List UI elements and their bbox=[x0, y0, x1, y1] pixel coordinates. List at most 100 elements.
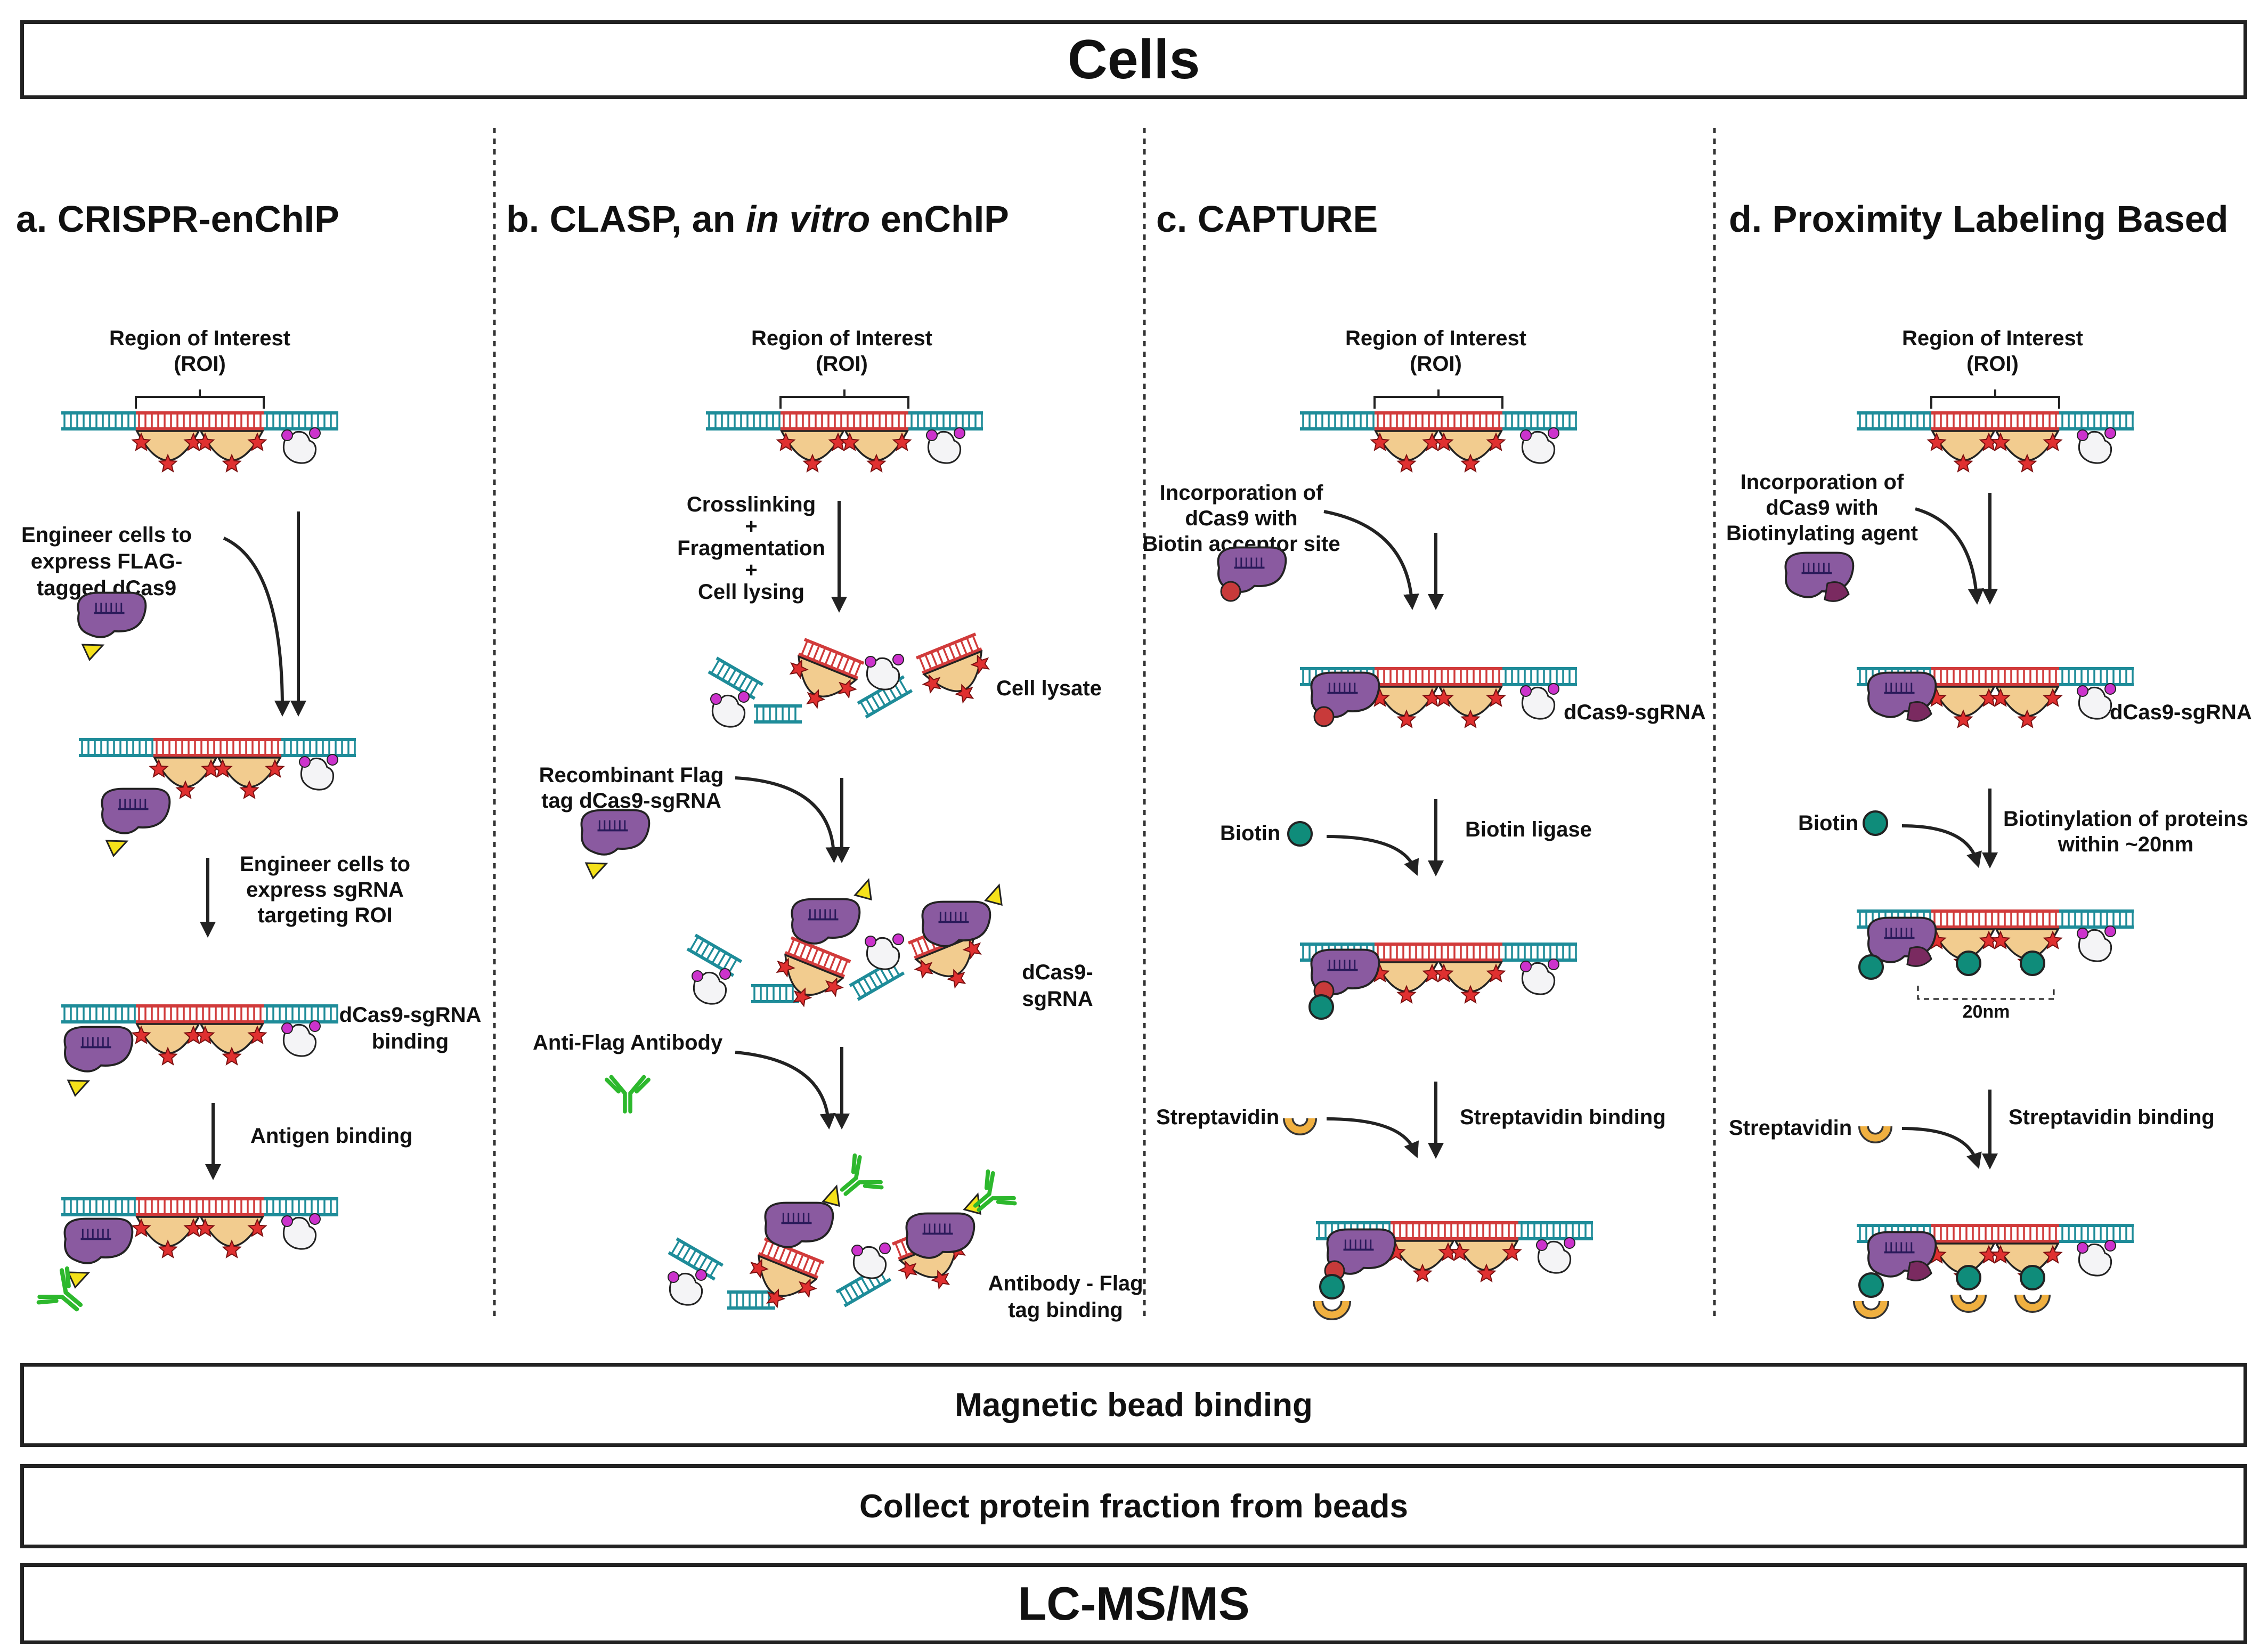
unbound-protein bbox=[866, 657, 900, 691]
modification-star bbox=[1396, 709, 1417, 728]
magenta-dot bbox=[281, 1215, 293, 1227]
magenta-dot bbox=[1548, 427, 1559, 439]
magenta-dot bbox=[738, 691, 750, 703]
modification-star bbox=[131, 432, 151, 451]
acceptor-site bbox=[1313, 706, 1335, 727]
unbound-protein bbox=[282, 430, 317, 464]
magenta-dot bbox=[2104, 925, 2116, 937]
dcas9-acceptor-c0 bbox=[1217, 546, 1287, 602]
dna-fragment bbox=[708, 656, 764, 700]
modification-star bbox=[838, 679, 857, 699]
crosslink-label: + bbox=[745, 515, 757, 538]
dna-a2 bbox=[79, 738, 356, 799]
magenta-dot bbox=[309, 427, 321, 439]
magenta-dot bbox=[327, 754, 338, 766]
engineer-flag-label: express FLAG- bbox=[31, 550, 183, 573]
antibody-binding-label: Antibody - Flag bbox=[988, 1272, 1143, 1295]
roi-label: Region of Interest bbox=[1345, 327, 1526, 350]
streptavidin bbox=[1952, 1294, 1985, 1311]
modification-star bbox=[776, 432, 796, 451]
modification-star bbox=[954, 684, 974, 704]
modification-star bbox=[195, 1218, 215, 1237]
crosslink-label: Crosslinking bbox=[687, 493, 816, 516]
biotinylation-label: Biotinylation of proteins bbox=[2003, 807, 2248, 831]
unbound-protein bbox=[2078, 430, 2112, 464]
modification-star bbox=[1990, 688, 2011, 707]
biotin bbox=[1858, 1272, 1884, 1298]
antibody bbox=[605, 1075, 651, 1114]
biotinylating-agent bbox=[1824, 581, 1850, 602]
dcas9-sgrna-label: sgRNA bbox=[1022, 987, 1093, 1011]
dcas9-protein bbox=[1326, 1228, 1396, 1275]
biotin bbox=[1956, 1265, 1981, 1290]
magenta-dot bbox=[865, 656, 876, 668]
magenta-dot bbox=[879, 1242, 891, 1254]
flag-tag bbox=[822, 1184, 840, 1207]
roi-bracket bbox=[1930, 389, 2060, 409]
dna-a3 bbox=[61, 1004, 338, 1066]
dcas9-strep-d3 bbox=[1853, 1231, 2051, 1319]
panel-c-title: c. CAPTURE bbox=[1156, 198, 1378, 240]
modification-star bbox=[222, 1239, 242, 1258]
unbound-protein bbox=[1537, 1240, 1572, 1274]
modification-star bbox=[1926, 432, 1947, 451]
curved-arrow-d3 bbox=[1901, 1127, 1982, 1169]
modification-star bbox=[222, 1046, 242, 1066]
streptavidin bbox=[1285, 1118, 1315, 1134]
flag-tag bbox=[67, 1079, 91, 1097]
modification-star bbox=[247, 1025, 267, 1044]
dna-b1 bbox=[706, 389, 983, 473]
biotin bbox=[1863, 810, 1888, 836]
dcas9-protein bbox=[905, 1212, 976, 1259]
roi-fragment bbox=[915, 632, 990, 704]
dcas9-sgrna-label: dCas9- bbox=[1022, 961, 1093, 984]
magenta-dot bbox=[954, 427, 965, 439]
antibody bbox=[36, 1266, 83, 1312]
modification-star bbox=[798, 1278, 817, 1298]
modification-star bbox=[1396, 985, 1417, 1004]
flag-tag bbox=[584, 862, 608, 880]
biotin-label: Biotin bbox=[1798, 811, 1858, 835]
curved-arrow-c1 bbox=[1323, 510, 1419, 610]
magnetic-bead-binding-box: Magnetic bead binding bbox=[20, 1363, 2247, 1447]
dcas9-protein bbox=[101, 787, 171, 834]
magenta-dot bbox=[2077, 1242, 2088, 1254]
dcas9-biotin-c2 bbox=[1308, 948, 1380, 1020]
magenta-dot bbox=[2077, 429, 2088, 441]
modification-star bbox=[1460, 985, 1481, 1004]
dcas9-strep-c3 bbox=[1313, 1228, 1396, 1320]
magenta-dot bbox=[1520, 685, 1532, 697]
bead-binding-label: Magnetic bead binding bbox=[955, 1386, 1313, 1424]
magenta-dot bbox=[2104, 427, 2116, 439]
dna-fragment bbox=[686, 933, 743, 977]
modification-star bbox=[840, 432, 860, 451]
antibody bbox=[973, 1169, 1017, 1212]
magenta-dot bbox=[926, 429, 938, 441]
cell-lysate-fragments bbox=[708, 632, 990, 728]
curved-arrow-c3 bbox=[1326, 1117, 1419, 1158]
unbound-protein bbox=[2078, 1243, 2112, 1277]
modification-star bbox=[1434, 688, 1454, 707]
modification-star bbox=[195, 432, 215, 451]
modification-star bbox=[914, 959, 933, 979]
panel-d-title: d. Proximity Labeling Based bbox=[1729, 198, 2228, 240]
dna-d4 bbox=[1857, 1224, 2134, 1285]
modification-star bbox=[1990, 930, 2011, 949]
modification-star bbox=[158, 1239, 178, 1258]
modification-star bbox=[1486, 432, 1506, 451]
modification-star bbox=[1434, 432, 1454, 451]
engineer-flag-label: Engineer cells to bbox=[21, 523, 192, 547]
modification-star bbox=[195, 1025, 215, 1044]
unbound-protein bbox=[1521, 430, 1556, 464]
magenta-dot bbox=[1564, 1237, 1575, 1249]
unbound-protein bbox=[1521, 686, 1556, 720]
modification-star bbox=[789, 659, 809, 679]
modification-star bbox=[930, 1270, 950, 1290]
modification-star bbox=[213, 759, 233, 778]
roi-bracket bbox=[135, 389, 265, 409]
dcas9-protein bbox=[764, 1201, 834, 1248]
roi-label: (ROI) bbox=[816, 352, 868, 376]
flag-tag bbox=[67, 1271, 91, 1289]
magenta-dot bbox=[851, 1245, 863, 1256]
dna-fragment bbox=[754, 704, 802, 724]
